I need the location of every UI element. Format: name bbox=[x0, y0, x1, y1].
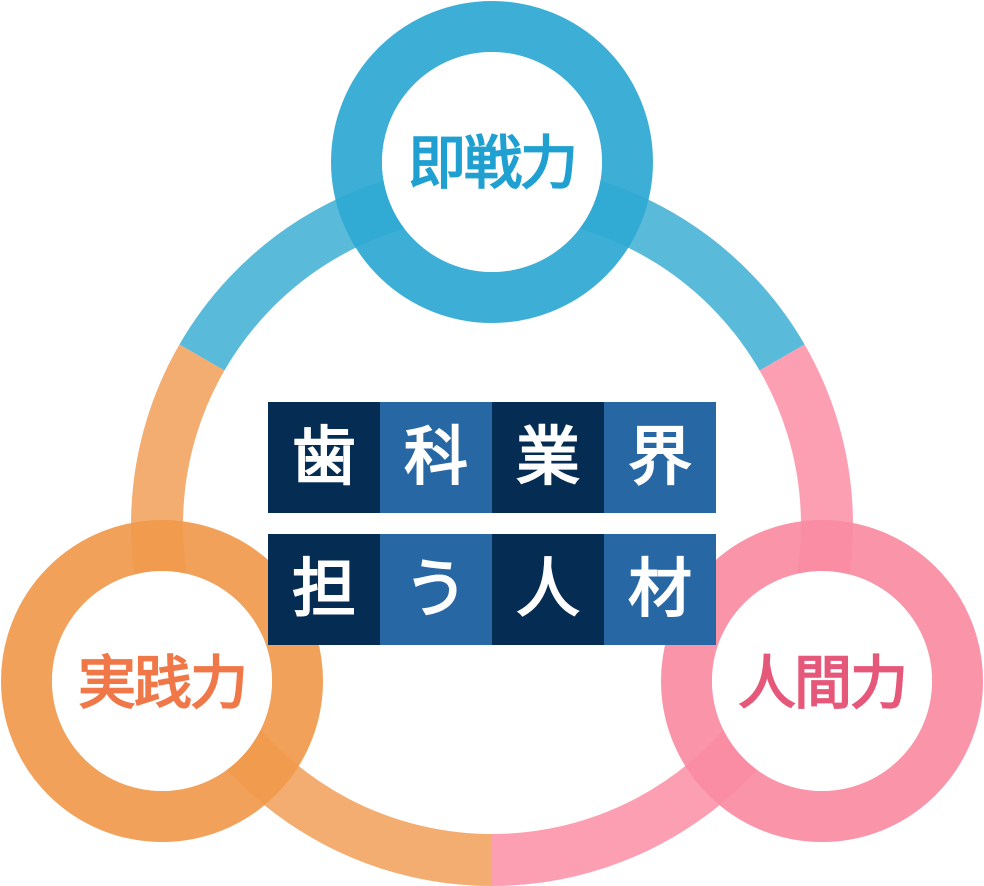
title-char: 歯 bbox=[268, 402, 380, 513]
title-char: 界 bbox=[604, 402, 716, 513]
ring-top bbox=[331, 1, 653, 323]
label-sokusenryoku: 即戦力 bbox=[407, 129, 578, 197]
ring-bottom-right bbox=[661, 520, 983, 842]
ring-top-fill bbox=[382, 52, 602, 272]
title-char: 業 bbox=[492, 402, 604, 513]
title-row-1: 歯 科 業 界 bbox=[268, 402, 716, 513]
ring-bottom-left-fill bbox=[52, 571, 272, 791]
label-jissenryoku: 実践力 bbox=[77, 649, 248, 717]
title-char: 担 bbox=[268, 534, 380, 645]
ring-bottom-left bbox=[1, 520, 323, 842]
title-char: 人 bbox=[492, 534, 604, 645]
title-char: 科 bbox=[380, 402, 492, 513]
ring-bottom-right-fill bbox=[712, 571, 932, 791]
label-ningenryoku: 人間力 bbox=[737, 649, 908, 717]
title-row-2: 担 う 人 材 bbox=[268, 534, 716, 645]
title-char: 材 bbox=[604, 534, 716, 645]
title-char: う bbox=[380, 534, 492, 645]
